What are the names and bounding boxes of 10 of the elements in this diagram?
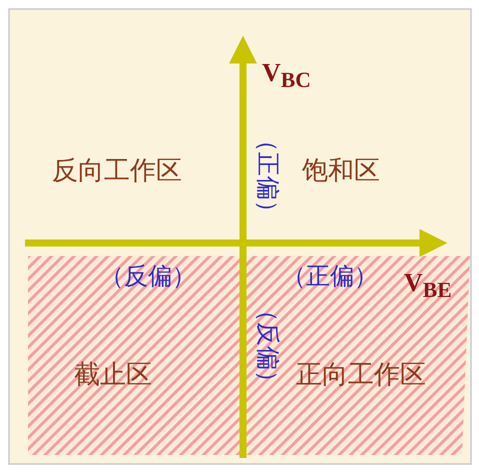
- region-label: 反向工作区: [52, 158, 182, 184]
- region-label: 正向工作区: [296, 362, 426, 388]
- region-label: 截止区: [74, 362, 152, 388]
- bias-label: （正偏）: [256, 128, 280, 224]
- bias-label: （反偏）: [256, 298, 280, 394]
- axis-label: V$_{BC}$: [262, 60, 311, 92]
- region-label: 饱和区: [302, 158, 380, 184]
- bias-label: （反偏）: [100, 264, 196, 288]
- axis-label: V$_{BE}$: [404, 270, 452, 302]
- bias-label: （正偏）: [282, 264, 378, 288]
